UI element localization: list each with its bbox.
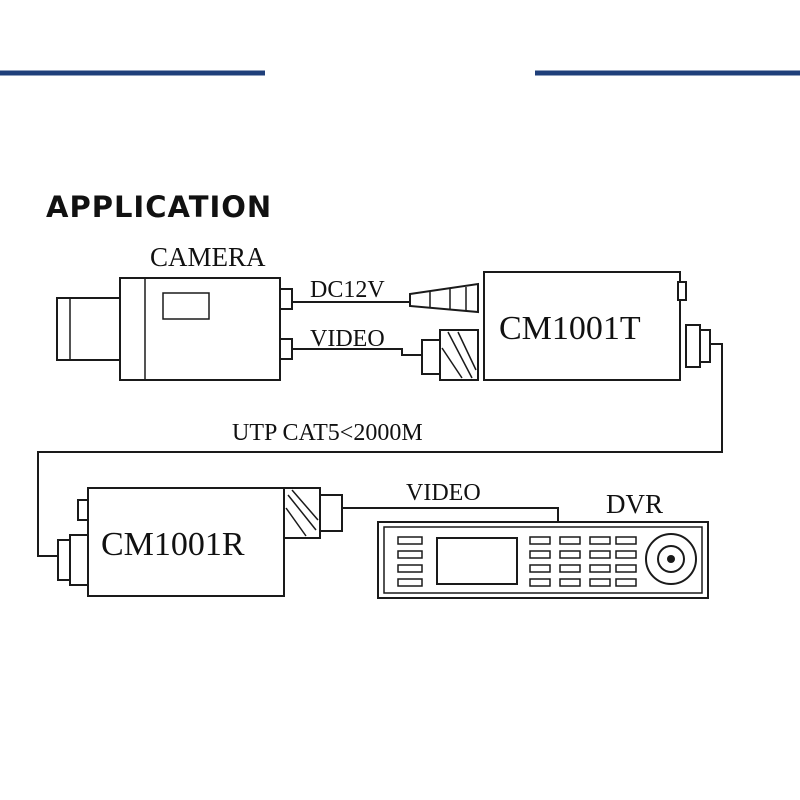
dvr-button <box>615 564 637 573</box>
dvr-button <box>529 550 551 559</box>
dvr-button <box>397 550 423 559</box>
dvr-icon <box>377 521 709 599</box>
power-plug-icon <box>409 282 479 314</box>
video-wire-top <box>292 348 422 356</box>
rj45-port-icon <box>685 324 711 368</box>
dvr-button <box>559 550 581 559</box>
dvr-button <box>615 550 637 559</box>
dc12v-label: DC12V <box>310 277 385 303</box>
video-wire-bottom <box>342 507 559 522</box>
dvr-button <box>397 578 423 587</box>
dvr-button <box>559 536 581 545</box>
video-label-top: VIDEO <box>310 326 385 352</box>
bnc-connector-icon <box>421 329 479 381</box>
video-label-bottom: VIDEO <box>406 480 481 506</box>
dvr-button <box>615 536 637 545</box>
transmitter-box <box>483 271 681 381</box>
dvr-button <box>529 536 551 545</box>
dvr-button <box>589 536 611 545</box>
camera-icon <box>56 277 293 381</box>
dvr-button <box>589 578 611 587</box>
dvr-button <box>559 578 581 587</box>
receiver-box <box>87 487 285 597</box>
utp-label: UTP CAT5<2000M <box>232 420 423 446</box>
dvr-button <box>397 564 423 573</box>
receiver-label: CM1001R <box>101 526 245 563</box>
dvr-label: DVR <box>606 489 663 519</box>
dvr-button <box>559 564 581 573</box>
dvr-button <box>589 564 611 573</box>
utp-cable <box>37 343 723 557</box>
dvr-button <box>615 578 637 587</box>
diagram-title: APPLICATION <box>46 190 272 224</box>
dvr-button <box>397 536 423 545</box>
dvr-button <box>589 550 611 559</box>
dvr-button <box>529 564 551 573</box>
bnc-connector-receiver-icon <box>283 487 343 539</box>
transmitter-label: CM1001T <box>499 310 641 347</box>
dvr-button <box>529 578 551 587</box>
rj45-port-receiver-icon <box>57 534 89 586</box>
camera-label: CAMERA <box>150 242 266 272</box>
